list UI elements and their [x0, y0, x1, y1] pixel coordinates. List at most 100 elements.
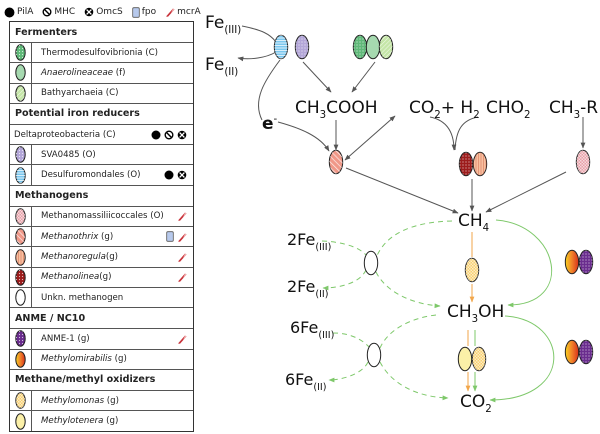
- taxon-name: Methanoregula: [41, 252, 106, 263]
- fe3-low-label: 6Fe(III): [290, 318, 334, 341]
- ch4-label: CH4: [458, 211, 489, 234]
- taxon-name: Methylomirabilis: [41, 354, 112, 365]
- taxon-rank: (g): [103, 416, 119, 427]
- cell-methanomassiliicoccales-icon: [575, 149, 591, 175]
- taxon-name: ANME-1: [41, 333, 75, 344]
- taxon-rank: (C): [100, 129, 116, 140]
- formate-label: CHO2: [486, 98, 531, 121]
- arrow-desulfuromondales-to-fe2: [237, 51, 277, 62]
- arrow-methanol-to-unkn-low: [379, 314, 437, 349]
- fpo-icon: [132, 6, 142, 18]
- fe2-low-label: 6Fe(II): [285, 370, 327, 393]
- cell-methanolinea-icon: [458, 151, 474, 177]
- organism-swatch-icon: [10, 390, 32, 411]
- legend-key-pila: PilA: [4, 7, 33, 18]
- cell-methanoregula-icon: [472, 151, 488, 177]
- arrow-fe3-to-desulfuromondales: [241, 25, 277, 43]
- arrow-unkn-to-methanol-mid: [375, 271, 441, 309]
- cell-methylomonas-icon: [471, 346, 487, 372]
- legend-row-label: Methylomonas (g): [32, 396, 193, 406]
- legend-row-label: SVA0485 (O): [32, 150, 193, 160]
- legend-row: Thermodesulfovibrionia (C): [10, 43, 193, 64]
- legend-row-label: Methanolinea(g): [32, 272, 177, 282]
- mhc-icon: [42, 7, 54, 17]
- legend-row: Anaerolineaceae (f): [10, 63, 193, 84]
- taxon-name: Bathyarchaeia: [41, 88, 104, 99]
- anme-arrows: [490, 220, 554, 400]
- arrow-ch4-to-unkn-mid: [375, 220, 453, 259]
- legend-row: Deltaproteobacteria (C): [10, 125, 193, 146]
- organism-swatch-icon: [10, 411, 32, 432]
- taxon-rank: (f): [113, 67, 126, 78]
- cell-methylomirabilis-icon: [564, 249, 580, 275]
- taxon-rank: (C): [142, 47, 158, 58]
- mcra-icon: [177, 211, 187, 222]
- legend-row: Methylotenera (g): [10, 411, 193, 432]
- legend-group-header: Methane/methyl oxidizers: [10, 370, 193, 391]
- fe2-top-label: Fe(II): [205, 55, 238, 78]
- cell-bathyarchaeia-icon: [378, 34, 394, 60]
- taxon-rank: (O): [124, 170, 141, 181]
- taxon-name: Thermodesulfovibrionia: [41, 47, 143, 58]
- legend-row: Methanomassiliicoccales (O): [10, 206, 193, 228]
- taxon-name: Methylomonas: [41, 395, 105, 406]
- legend-row-label: Bathyarchaeia (C): [32, 88, 193, 98]
- legend-row: Bathyarchaeia (C): [10, 83, 193, 104]
- legend-row: ANME-1 (g): [10, 329, 193, 350]
- methyl-label: CH3-R: [549, 98, 598, 121]
- organism-swatch-icon: [10, 145, 32, 165]
- legend-row-label: Unkn. methanogen: [32, 293, 193, 303]
- mcra-icon: [177, 272, 187, 283]
- legend-group-header: Fermenters: [10, 22, 193, 43]
- arrow-formate-to-methanogens: [454, 116, 479, 151]
- omcs-icon: [177, 170, 187, 180]
- iron-arrows: [321, 220, 453, 401]
- organism-swatch-icon: [10, 329, 32, 349]
- taxon-rank: (g): [99, 272, 112, 283]
- legend-key-label: MHC: [54, 7, 76, 17]
- legend-key-mhc: MHC: [42, 7, 75, 17]
- legend-row-label: Methanoregula(g): [32, 252, 177, 262]
- taxon-rank: (g): [105, 252, 119, 263]
- arrow-methanothrix-to-ch4: [345, 167, 459, 214]
- taxon-rank: (g): [104, 395, 119, 406]
- mhc-icon: [164, 130, 174, 140]
- legend-key-mcra: mcrA: [165, 7, 201, 17]
- cell-methylotenera-icon: [457, 346, 473, 372]
- cell-unkn-methanogen-icon: [366, 342, 382, 368]
- mcra-icon: [177, 232, 187, 242]
- legend-row: Methanolinea(g): [10, 267, 193, 288]
- organism-swatch-icon: [10, 349, 32, 369]
- taxon-name: Methylotenera: [41, 416, 104, 427]
- fe3-mid-label: 2Fe(III): [287, 230, 331, 253]
- electron-label: e-: [262, 114, 278, 134]
- arrow-methanothrix-co2: [344, 115, 396, 161]
- cell-methanothrix-icon: [328, 149, 344, 175]
- cell-methylomirabilis-icon: [564, 339, 580, 365]
- cell-desulfuromondales-icon: [273, 34, 289, 60]
- taxon-rank: (g): [74, 333, 90, 344]
- arrow-unkn-to-co2-low: [379, 361, 449, 401]
- legend-row: Unkn. methanogen: [10, 287, 193, 309]
- arrow-fe3-mid-to-unkn: [321, 240, 367, 256]
- taxon-name: Desulfuromondales: [41, 170, 125, 181]
- arrow-fe3-low-to-unkn: [332, 332, 371, 349]
- cell-thermodesulfovibrionia-icon: [352, 34, 368, 60]
- arrow-desulfuromondales-electron: [258, 59, 281, 121]
- acetate-label: CH3COOH: [295, 98, 378, 121]
- taxon-rank: (O): [147, 211, 164, 222]
- omcs-icon: [177, 130, 187, 140]
- organism-swatch-icon: [10, 43, 32, 63]
- organism-swatch-icon: [10, 206, 32, 227]
- legend-row: Methylomonas (g): [10, 390, 193, 412]
- cell-anme-1-icon: [578, 249, 594, 275]
- taxon-rank: (g): [98, 231, 114, 242]
- mcra-icon: [177, 252, 187, 262]
- arrow-methanol-to-co2-anme: [489, 315, 555, 403]
- arrow-unkn-to-fe2-low: [328, 361, 369, 383]
- taxon-name: Methanolinea: [41, 272, 100, 283]
- arrow-sva-to-acetate: [302, 61, 332, 93]
- taxon-name: SVA0485: [41, 149, 80, 160]
